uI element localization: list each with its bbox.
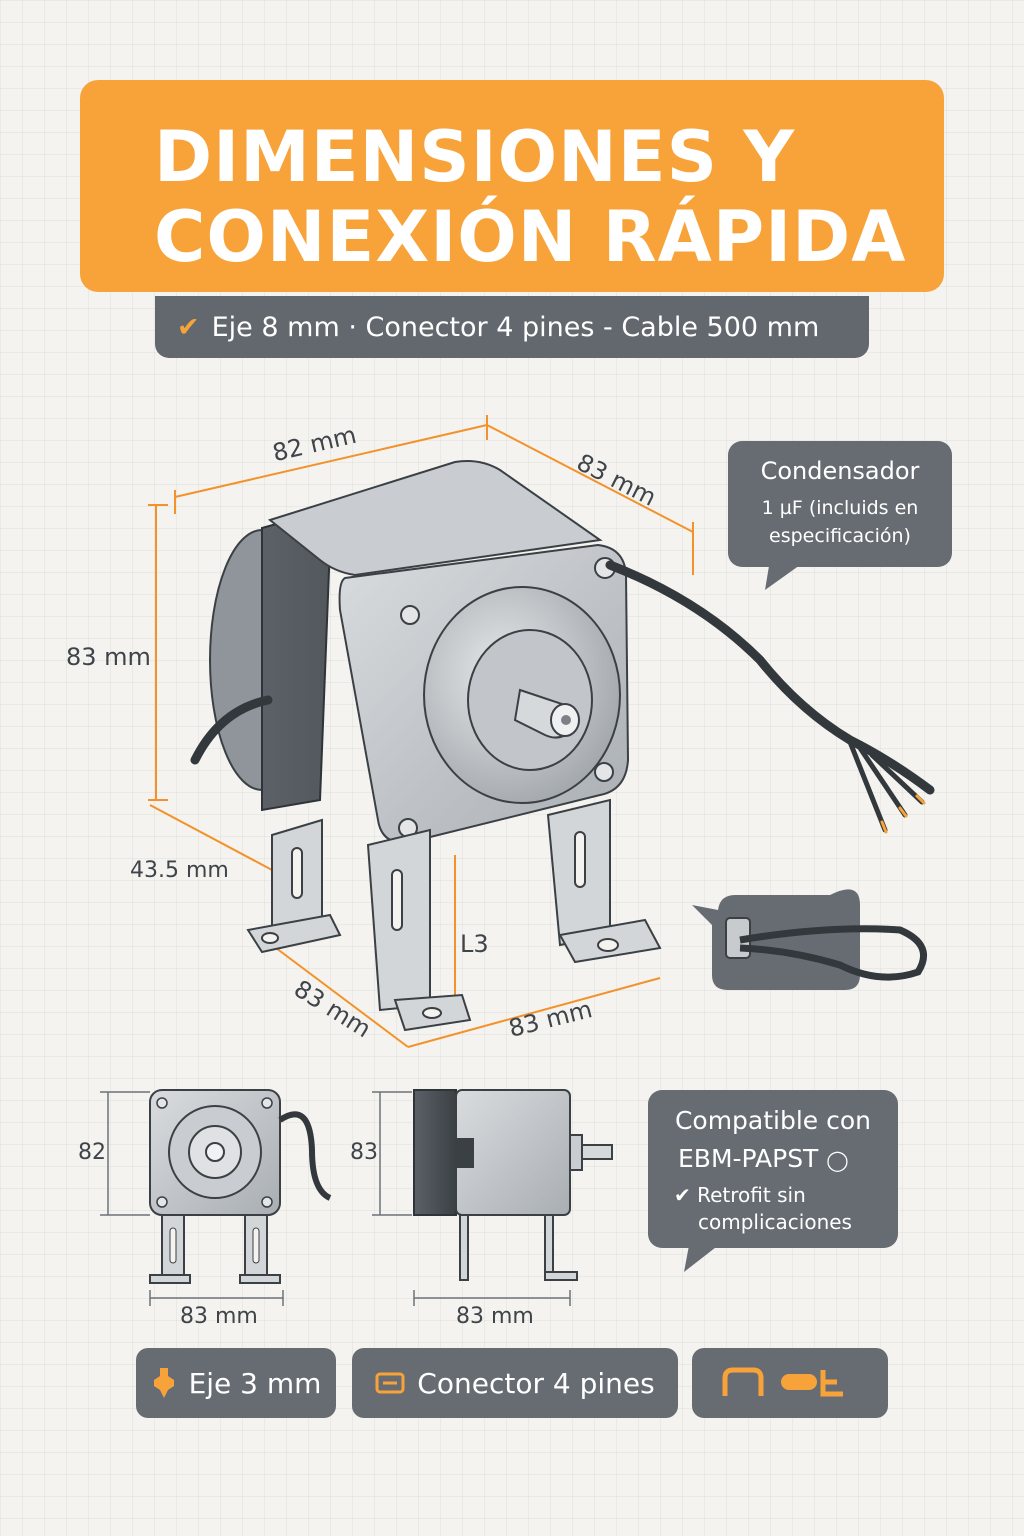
- title-banner: DIMENSIONES Y CONEXIÓN RÁPIDA: [80, 80, 944, 292]
- compat-line4: complicaciones: [698, 1210, 852, 1234]
- feature-shaft: Eje 3 mm: [136, 1348, 336, 1418]
- feature-shaft-label: Eje 3 mm: [188, 1366, 322, 1400]
- compat-line3: Retrofit sin: [697, 1183, 806, 1207]
- front-view-width: 83 mm: [180, 1304, 258, 1329]
- capacitor-note: Condensador 1 µF (incluids en especifica…: [728, 441, 952, 567]
- dim-leg-height: L3: [460, 930, 489, 958]
- check-icon: ✔: [177, 311, 200, 343]
- subtitle-text: Eje 8 mm · Conector 4 pines - Cable 500 …: [211, 311, 820, 343]
- chat-icon: ◯: [826, 1148, 849, 1172]
- capacitor-line3: especificación): [769, 525, 911, 547]
- compat-note: Compatible con EBM-PAPST ◯ ✔ Retrofit si…: [648, 1090, 898, 1248]
- cable-icons: [722, 1367, 843, 1397]
- capacitor-line2: 1 µF (incluids en: [761, 497, 919, 519]
- side-view-width: 83 mm: [456, 1304, 534, 1329]
- capacitor-title: Condensador: [760, 457, 920, 485]
- feature-connector-label: Conector 4 pines: [417, 1366, 655, 1400]
- side-view-height: 83: [350, 1140, 378, 1165]
- check-icon: ✔: [674, 1183, 691, 1207]
- connector-icon: [375, 1372, 405, 1394]
- dim-side: 43.5 mm: [130, 858, 229, 883]
- compat-brand: EBM-PAPST: [678, 1144, 819, 1173]
- feature-cable: [692, 1348, 888, 1418]
- title-line-1: DIMENSIONES Y: [154, 116, 796, 198]
- front-view: [100, 1089, 332, 1306]
- subtitle-bar: ✔ Eje 8 mm · Conector 4 pines - Cable 50…: [155, 296, 869, 358]
- feature-connector: Conector 4 pines: [352, 1348, 678, 1418]
- front-view-height: 82: [78, 1140, 106, 1165]
- dim-height: 83 mm: [66, 643, 151, 671]
- shaft-icon: [153, 1368, 174, 1398]
- title-line-2: CONEXIÓN RÁPIDA: [154, 196, 907, 278]
- side-view: [372, 1089, 613, 1306]
- compat-line1: Compatible con: [674, 1106, 872, 1135]
- dimension-lines: [148, 415, 694, 1048]
